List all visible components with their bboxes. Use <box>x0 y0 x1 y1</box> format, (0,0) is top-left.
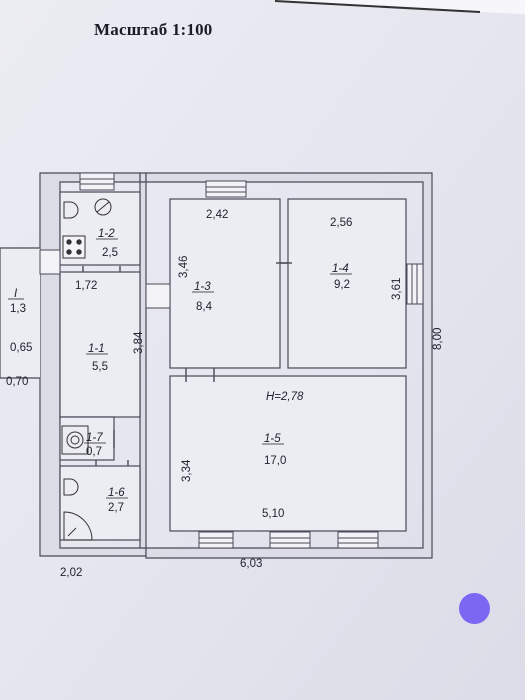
room-1-5-id: 1-5 <box>264 433 281 445</box>
dim-3-34: 3,34 <box>181 459 193 482</box>
dim-5-10: 5,10 <box>262 508 284 520</box>
window-top-middle <box>205 180 247 198</box>
window-right <box>406 263 424 305</box>
dim-0-65: 0,65 <box>10 342 32 354</box>
room-1-3-id: 1-3 <box>194 281 211 293</box>
room-1-1-area: 5,5 <box>92 361 108 373</box>
room-1-6-id: 1-6 <box>108 487 125 499</box>
shower-icon <box>63 511 93 541</box>
drain-icon <box>94 198 112 216</box>
room-1-2-id: 1-2 <box>98 228 115 240</box>
room-1-7-box <box>59 416 115 461</box>
room-1-3-area: 8,4 <box>196 301 213 313</box>
dim-2-02: 2,02 <box>60 567 82 579</box>
room-1-4-area: 9,2 <box>334 279 350 291</box>
window-bottom-1 <box>198 531 234 549</box>
door-porch <box>39 249 61 275</box>
scale-title: Масштаб 1:100 <box>94 20 213 39</box>
window-bottom-3 <box>337 531 379 549</box>
porch-area: 1,3 <box>10 303 26 315</box>
room-1-6-area: 2,7 <box>108 502 124 514</box>
ceiling-height: H=2,78 <box>266 391 304 403</box>
room-1-5-area: 17,0 <box>264 455 286 467</box>
room-1-5-box <box>169 375 407 532</box>
porch-id: I <box>14 288 18 300</box>
room-1-1-id: 1-1 <box>88 343 105 355</box>
room-1-1-box <box>59 271 141 418</box>
dim-3-84: 3,84 <box>133 331 145 354</box>
porch-box <box>0 247 40 379</box>
dim-8-00: 8,00 <box>432 328 444 350</box>
touch-indicator <box>459 593 490 624</box>
dim-3-61: 3,61 <box>391 278 403 300</box>
toilet-icon <box>66 431 84 449</box>
paper-edge-line <box>274 0 481 13</box>
dim-2-56: 2,56 <box>330 217 352 229</box>
bath-sink-icon <box>63 478 79 496</box>
room-1-2-area: 2,5 <box>102 247 118 259</box>
room-1-4-box <box>287 198 407 369</box>
room-1-7-area: 0,7 <box>86 446 102 458</box>
dim-2-42: 2,42 <box>206 209 228 221</box>
kitchen-sink-icon <box>63 201 79 219</box>
dim-6-03: 6,03 <box>240 558 262 570</box>
toilet-box <box>61 425 89 455</box>
room-1-3-box <box>169 198 281 369</box>
dim-0-70: 0,70 <box>6 376 28 388</box>
dim-3-46: 3,46 <box>178 256 190 278</box>
room-1-7-id: 1-7 <box>86 432 103 444</box>
door-1-3 <box>145 283 171 309</box>
dim-1-72: 1,72 <box>75 280 97 292</box>
room-1-4-id: 1-4 <box>332 263 349 275</box>
window-bottom-2 <box>269 531 311 549</box>
room-1-6-box <box>59 465 141 541</box>
window-top-left <box>79 172 115 191</box>
